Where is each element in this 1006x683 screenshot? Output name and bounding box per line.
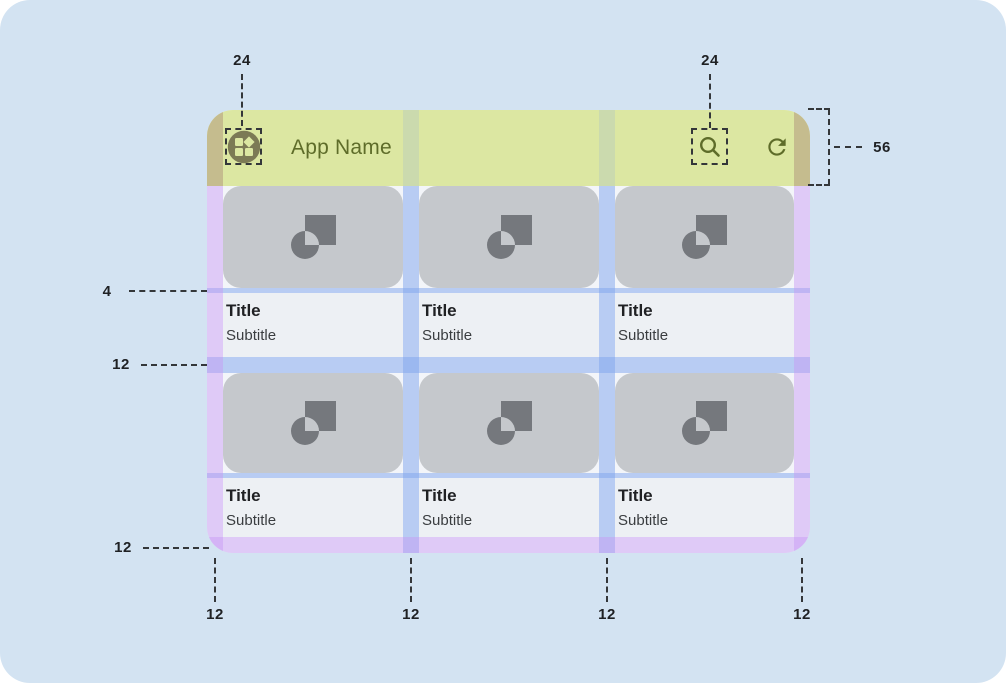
dim-label-appbar-height: 56 — [873, 139, 891, 156]
card-subtitle: Subtitle — [422, 512, 473, 529]
card-subtitle: Subtitle — [226, 512, 277, 529]
margin-overlay-left — [207, 186, 223, 553]
dashed-line-bottom-margin — [143, 547, 209, 549]
dashed-line-gutter-2 — [606, 558, 608, 602]
dashed-line-right-margin — [801, 558, 803, 602]
card-subtitle: Subtitle — [618, 327, 669, 344]
search-icon[interactable] — [697, 134, 723, 160]
card[interactable]: Title Subtitle — [615, 373, 794, 537]
dim-label-bottom-margin: 12 — [114, 539, 132, 556]
image-placeholder-icon — [486, 401, 532, 445]
gap-overlay-rows — [207, 357, 810, 373]
margin-overlay-right — [794, 186, 810, 553]
card-text: Title Subtitle — [615, 478, 794, 537]
card[interactable]: Title Subtitle — [615, 186, 794, 357]
card-subtitle: Subtitle — [618, 512, 669, 529]
card-image — [419, 186, 599, 288]
dashed-line-image-text-gap — [129, 290, 207, 292]
app-mockup: App Name Title Subtitle — [207, 110, 810, 553]
search-measure-box — [691, 128, 728, 165]
card-title: Title — [422, 486, 457, 505]
card[interactable]: Title Subtitle — [223, 373, 403, 537]
card-text: Title Subtitle — [419, 293, 599, 357]
bracket-56-top — [808, 108, 830, 110]
card-text: Title Subtitle — [223, 293, 403, 357]
card-image — [223, 186, 403, 288]
card-text: Title Subtitle — [223, 478, 403, 537]
margin-overlay-bottom — [207, 537, 810, 553]
card-image — [223, 373, 403, 473]
app-title: App Name — [291, 136, 392, 159]
image-placeholder-icon — [682, 401, 727, 445]
card-image — [419, 373, 599, 473]
refresh-icon[interactable] — [764, 134, 790, 160]
dashed-line-logo — [241, 74, 243, 126]
image-placeholder-icon — [682, 215, 727, 259]
dashed-line-search — [709, 74, 711, 128]
card-text: Title Subtitle — [419, 478, 599, 537]
dim-label-right-margin: 12 — [793, 606, 811, 623]
dim-label-image-text-gap: 4 — [102, 283, 112, 300]
card-title: Title — [618, 486, 653, 505]
dim-label-gutter-2: 12 — [598, 606, 616, 623]
dim-label-search-size: 24 — [701, 52, 719, 69]
dim-label-gutter-1: 12 — [402, 606, 420, 623]
dashed-line-appbar-height — [834, 146, 862, 148]
card-text: Title Subtitle — [615, 293, 794, 357]
card[interactable]: Title Subtitle — [419, 186, 599, 357]
card-subtitle: Subtitle — [422, 327, 473, 344]
card-image — [615, 186, 794, 288]
card[interactable]: Title Subtitle — [223, 186, 403, 357]
dashed-line-row-gap — [141, 364, 207, 366]
dim-label-logo-size: 24 — [233, 52, 251, 69]
dim-label-row-gap: 12 — [112, 356, 130, 373]
grid-logo-icon[interactable] — [227, 130, 261, 164]
image-placeholder-icon — [486, 215, 532, 259]
dashed-line-left-margin — [214, 558, 216, 602]
card-title: Title — [422, 301, 457, 320]
gutter-overlay-1 — [403, 186, 419, 553]
image-placeholder-icon — [290, 215, 336, 259]
card-title: Title — [226, 301, 261, 320]
gutter-overlay-2 — [599, 186, 615, 553]
image-placeholder-icon — [290, 401, 336, 445]
card-subtitle: Subtitle — [226, 327, 277, 344]
bracket-56-vertical — [828, 109, 830, 185]
card-image — [615, 373, 794, 473]
card-title: Title — [618, 301, 653, 320]
card[interactable]: Title Subtitle — [419, 373, 599, 537]
dim-label-left-margin: 12 — [206, 606, 224, 623]
card-title: Title — [226, 486, 261, 505]
logo-measure-box — [225, 128, 262, 165]
bracket-56-bottom — [808, 184, 830, 186]
dashed-line-gutter-1 — [410, 558, 412, 602]
